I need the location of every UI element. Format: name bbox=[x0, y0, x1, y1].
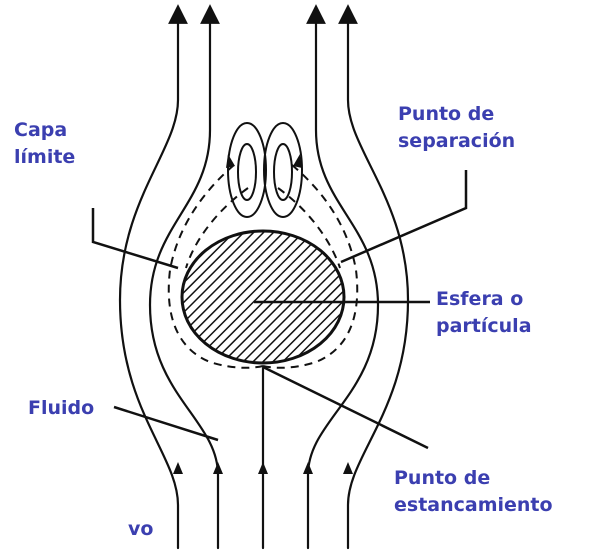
label-particle-line-1: Esfera o bbox=[436, 286, 532, 313]
label-velocity: vo bbox=[128, 516, 153, 543]
particle bbox=[182, 231, 344, 363]
label-boundary-layer: Capa límite bbox=[14, 117, 75, 171]
streamline-left-1 bbox=[120, 14, 178, 548]
label-fluid: Fluido bbox=[28, 395, 94, 422]
label-separation-point: Punto de separación bbox=[398, 101, 515, 155]
label-stagnation-point-line-2: estancamiento bbox=[394, 492, 553, 519]
vortex-left-inner bbox=[238, 144, 256, 200]
label-stagnation-point-line-1: Punto de bbox=[394, 465, 553, 492]
inflow-arrow-1 bbox=[173, 462, 183, 474]
inflow-arrow-3 bbox=[258, 462, 268, 474]
label-particle-line-2: partícula bbox=[436, 313, 532, 340]
inflow-arrow-5 bbox=[343, 462, 353, 474]
label-stagnation-point: Punto de estancamiento bbox=[394, 465, 553, 519]
vortex-arrow-left bbox=[226, 154, 235, 168]
leader-fluid bbox=[114, 407, 218, 440]
label-separation-point-line-2: separación bbox=[398, 128, 515, 155]
inflow-arrow-4 bbox=[303, 462, 313, 474]
vortex-left-outer bbox=[228, 123, 266, 217]
inflow-arrow-2 bbox=[213, 462, 223, 474]
label-particle: Esfera o partícula bbox=[436, 286, 532, 340]
label-boundary-layer-line-1: Capa bbox=[14, 117, 75, 144]
leader-separation-point bbox=[341, 170, 466, 262]
label-boundary-layer-line-2: límite bbox=[14, 144, 75, 171]
label-separation-point-line-1: Punto de bbox=[398, 101, 515, 128]
inflow-arrows bbox=[173, 462, 353, 474]
leader-boundary-layer bbox=[93, 208, 178, 268]
leader-stagnation-point bbox=[263, 367, 428, 448]
